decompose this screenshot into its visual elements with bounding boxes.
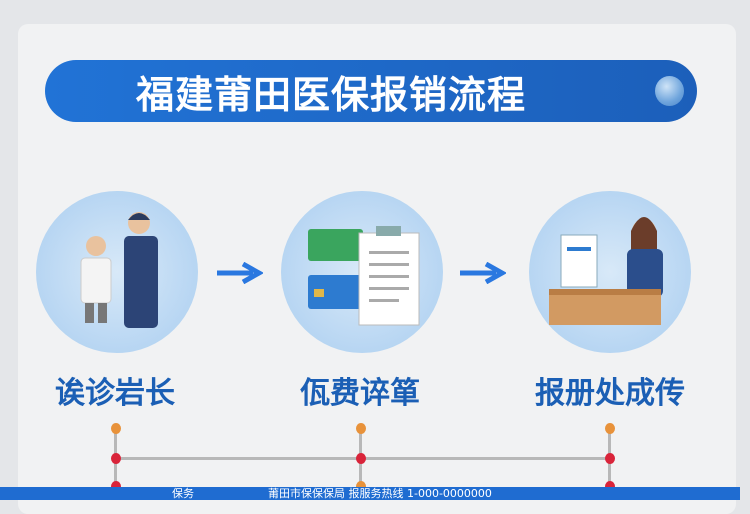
timeline-dot — [356, 423, 366, 434]
arrow-right-icon — [460, 262, 506, 284]
footer-left-text: 保务 — [172, 487, 194, 500]
arrow-right-icon — [217, 262, 263, 284]
timeline-dot — [605, 423, 615, 434]
step-1-illustration — [36, 191, 198, 353]
doctor-patient-icon — [80, 212, 158, 328]
timeline-dot — [356, 481, 366, 492]
step-3-illustration — [529, 191, 691, 353]
step-2-illustration — [281, 191, 443, 353]
timeline-dot — [605, 453, 615, 464]
clerk-desk-icon — [549, 217, 663, 325]
timeline-dot — [605, 481, 615, 492]
step-1-label: 诶诊岩长 — [55, 376, 175, 411]
timeline-dot — [356, 453, 366, 464]
timeline-dot — [111, 453, 121, 464]
cards-document-icon — [308, 226, 420, 326]
step-2-label: 佤费谇箪 — [300, 376, 420, 411]
step-3-label: 报册处成传 — [535, 376, 685, 411]
timeline-dot — [111, 423, 121, 434]
footer-right-text: 莆田市保保保局 报服务热线 1-000-0000000 — [268, 487, 492, 500]
timeline-dot — [111, 481, 121, 492]
page-title: 福建莆田医保报销流程 — [45, 60, 697, 122]
decorative-bead-icon — [655, 76, 684, 106]
footer-bar: 保务 莆田市保保保局 报服务热线 1-000-0000000 — [0, 487, 740, 500]
